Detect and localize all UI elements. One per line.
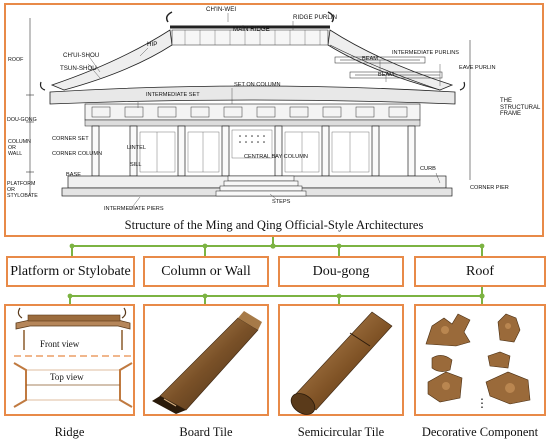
category-label: Column or Wall [161,263,251,279]
category-label: Platform or Stylobate [10,263,131,279]
label-main-ridge: MAIN RIDGE [233,26,270,33]
caption-semicircular-tile: Semicircular Tile [297,425,385,439]
category-label: Dou-gong [312,263,370,279]
label-corner-column: CORNER COLUMN [52,151,103,157]
label-curb: CURB [420,166,436,172]
category-column-or-wall: Column or Wall [143,256,269,287]
label-eave-purlin: EAVE PURLIN [459,65,496,71]
category-dou-gong: Dou-gong [278,256,404,287]
label-intermediate-piers: INTERMEDIATE PIERS [104,206,164,212]
label-steps: STEPS [272,199,291,205]
caption-decorative-component: Decorative Component [421,425,539,439]
label-tsun-shou: TSUN-SHOU [60,65,97,72]
label-structural-frame: THE STRUCTURAL FRAME [500,98,541,118]
label-sill: SILL [130,162,142,168]
label-side-dougong: DOU-GONG [7,117,37,123]
category-platform-or-stylobate: Platform or Stylobate [6,256,135,287]
label-central-bay-column: CENTRAL BAY COLUMN [244,154,308,160]
label-ridge-purlin: RIDGE PURLIN [293,14,338,21]
ridge-front-view-label: Front view [40,339,80,349]
caption-board-tile: Board Tile [179,425,233,439]
label-intermediate-set: INTERMEDIATE SET [146,92,200,98]
label-chui-shou: CH'UI-SHOU [63,52,100,59]
label-beam-upper: BEAM [362,56,378,62]
ridge-top-view-label: Top view [50,372,84,382]
decorative-ellipsis: ⋮ [476,396,488,410]
diagram-title: Structure of the Ming and Qing Official-… [124,218,424,232]
label-side-platform: PLATFORM OR STYLOBATE [7,181,38,199]
category-label: Roof [466,263,494,279]
label-intermediate-purlins: INTERMEDIATE PURLINS [392,50,460,56]
label-side-column: COLUMN OR WALL [8,139,31,157]
category-roof: Roof [414,256,546,287]
label-lintel: LINTEL [127,145,146,151]
label-beam-lower: BEAM [378,72,394,78]
label-chin-wei: CH'IN-WEI [206,6,237,13]
label-set-on-column: SET ON COLUMN [234,82,281,88]
label-side-roof: ROOF [8,57,24,63]
label-hip: HIP [147,41,158,48]
label-corner-pier: CORNER PIER [470,185,509,191]
caption-ridge: Ridge [54,425,85,439]
label-corner-set: CORNER SET [52,136,89,142]
label-base: BASE [66,172,81,178]
